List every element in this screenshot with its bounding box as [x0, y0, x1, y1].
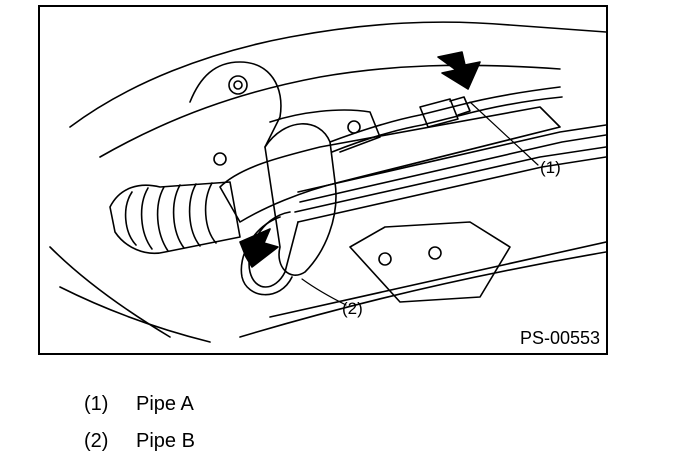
arrow-pipe-b — [239, 228, 279, 268]
leader-line-2 — [301, 278, 347, 306]
steering-gearbox-illustration — [49, 21, 606, 343]
legend-item: (1) Pipe A — [84, 386, 195, 423]
gearbox-housing — [219, 106, 561, 223]
pipe-a — [329, 86, 563, 153]
body-panel — [69, 21, 606, 128]
arrow-pipe-a — [437, 51, 481, 90]
figure-frame: (1) (2) PS-00553 — [38, 5, 608, 355]
flare-nut-a — [419, 98, 459, 128]
legend-label: Pipe B — [136, 430, 195, 452]
legend-number: (2) — [84, 430, 109, 452]
leader-line-1 — [469, 101, 539, 166]
steering-boot — [109, 181, 241, 254]
legend-label: Pipe A — [136, 393, 194, 415]
crossmember — [189, 61, 282, 148]
legend-number: (1) — [84, 393, 109, 415]
legend-item: (2) Pipe B — [84, 423, 195, 460]
bolt-hole — [228, 75, 248, 95]
callout-2: (2) — [342, 299, 363, 318]
bracket-plate — [349, 221, 511, 303]
callout-1: (1) — [540, 158, 561, 177]
pipe-b — [240, 124, 606, 296]
legend: (1) Pipe A (2) Pipe B — [84, 386, 195, 460]
floor-edge — [59, 286, 211, 343]
figure-code: PS-00553 — [519, 328, 600, 348]
